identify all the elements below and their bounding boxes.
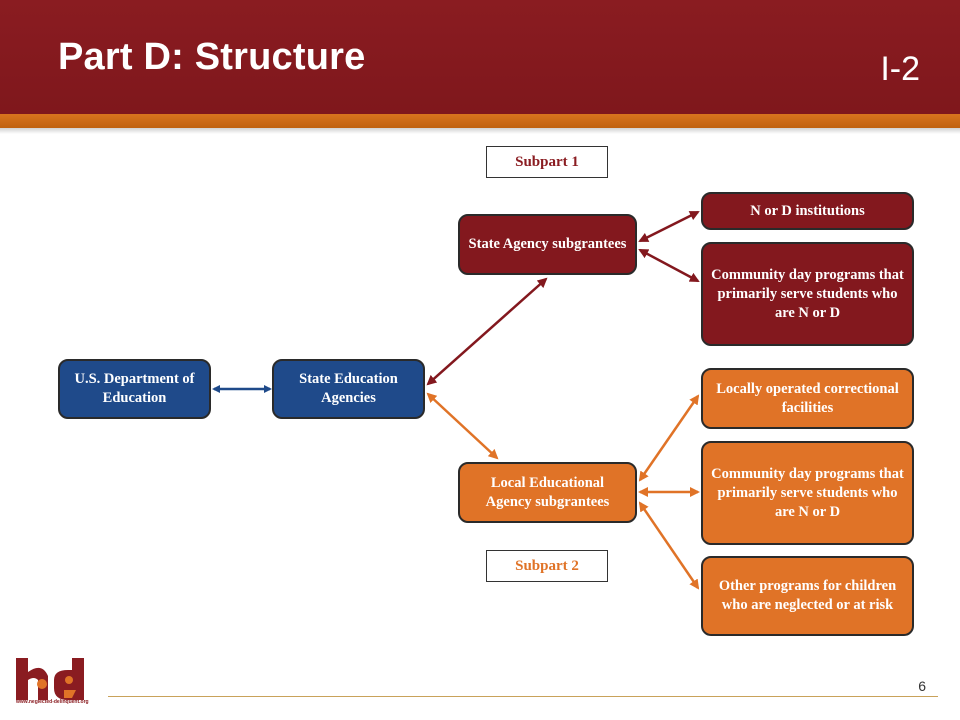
nd-logo-icon — [16, 658, 84, 700]
node-state-education-agencies: State Education Agencies — [272, 359, 425, 419]
arrow-sea-lea — [426, 392, 499, 460]
node-correctional-facilities: Locally operated correctional facilities — [701, 368, 914, 429]
node-us-department-of-education: U.S. Department of Education — [58, 359, 211, 419]
header-banner: Part D: Structure I-2 — [0, 0, 960, 114]
node-n-or-d-institutions: N or D institutions — [701, 192, 914, 230]
logo-url: www.neglected-delinquent.org — [16, 699, 89, 705]
header-shadow — [0, 128, 960, 134]
arrow-sa-nd-institutions — [638, 210, 700, 243]
page-title: Part D: Structure — [58, 36, 366, 78]
arrow-lea-other — [638, 501, 700, 590]
page-number: 6 — [918, 678, 926, 694]
node-lea-subgrantees: Local Educational Agency subgrantees — [458, 462, 637, 523]
footer-divider — [108, 696, 938, 697]
header-accent-bar — [0, 114, 960, 128]
arrow-sa-community-day — [638, 248, 700, 283]
node-state-agency-subgrantees: State Agency subgrantees — [458, 214, 637, 275]
subpart-2-label: Subpart 2 — [486, 550, 608, 582]
arrow-lea-correctional — [638, 394, 700, 482]
node-other-programs: Other programs for children who are negl… — [701, 556, 914, 636]
slide-code: I-2 — [880, 50, 920, 88]
subpart-1-label: Subpart 1 — [486, 146, 608, 178]
node-community-day-programs-subpart1: Community day programs that primarily se… — [701, 242, 914, 346]
arrow-sea-state-agency — [426, 277, 548, 386]
node-community-day-programs-subpart2: Community day programs that primarily se… — [701, 441, 914, 545]
